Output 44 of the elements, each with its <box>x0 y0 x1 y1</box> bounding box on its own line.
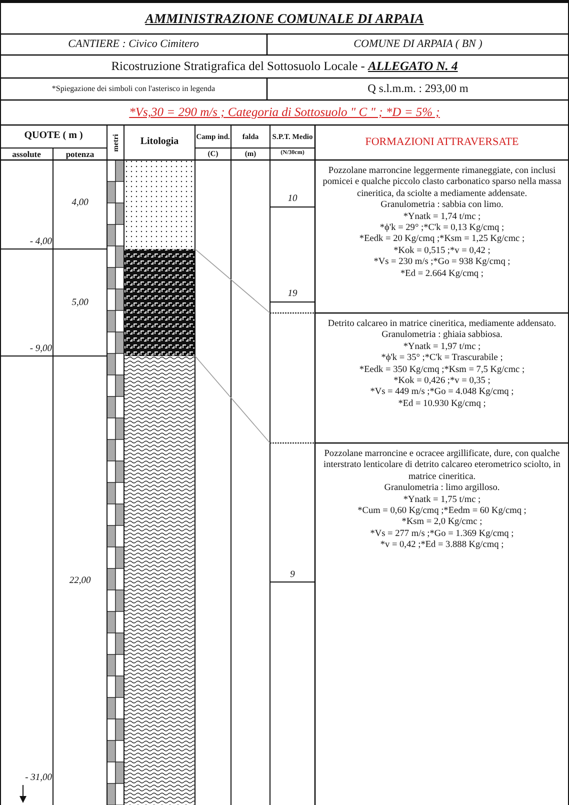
document-heading: Ricostruzione Stratigrafica del Sottosuolo Locale - ALLEGATO N. 4 <box>110 58 459 75</box>
description-text: *Ed = 10.930 Kg/cmq ; <box>397 398 487 410</box>
site-label: CANTIERE : Civico Cimitero <box>67 36 200 52</box>
description-text: Granulometria : ghiaia sabbiosa. <box>380 330 504 342</box>
description-text: *Ynatk = 1,97 t/mc ; <box>402 342 482 354</box>
description-text: *ϕ'k = 29° ;*C'k = 0,13 Kg/cmq ; <box>378 223 506 234</box>
description-text: *Kok = 0,426 ;*v = 0,35 ; <box>392 376 492 388</box>
description-text: Pozzolane marroncine e ocracee argillificate, dure, con qualche interstrato lenticolare di detrito calcareo eterometrico sciolto, in matrice cineritica. <box>322 449 562 484</box>
elevation-label: Q s.l.m.m. : 293,00 m <box>366 82 470 97</box>
description-text: *Ksm = 2,0 Kg/cmc ; <box>400 517 484 529</box>
description-text: *Ynatk = 1,74 t/mc ; <box>402 212 482 224</box>
description-text: *Kok = 0,515 ;*v = 0,42 ; <box>392 246 492 258</box>
legend-note: *Spiegazione dei simboli con l'asterisco in legenda <box>50 82 216 95</box>
thickness-value: 22,00 <box>68 575 92 588</box>
municipality-label: COMUNE DI ARPAIA ( BN ) <box>352 36 484 52</box>
description-text: *ϕ'k = 35° ;*C'k = Trascurabile ; <box>380 353 504 365</box>
description-text: *Vs = 230 m/s ;*Go = 938 Kg/cmq ; <box>372 257 512 269</box>
description-text: *Vs = 449 m/s ;*Go = 4.048 Kg/cmq ; <box>369 387 515 399</box>
description-text: *Ed = 2.664 Kg/cmq ; <box>400 268 484 280</box>
spt-value: 19 <box>286 288 298 301</box>
description-text: Granulometria : sabbia con limo. <box>380 200 504 212</box>
description-text: Detrito calcareo in matrice cineritica, mediamente addensato. <box>326 319 558 330</box>
seismic-category-note: *Vs,30 = 290 m/s ; Categoria di Sottosuolo " C " ; *D = 5% ; <box>128 104 441 121</box>
description-text: Pozzolane marroncine leggermente rimaneggiate, con inclusi pomicei e qualche piccolo clasto carbonatico sparso nella massa cineritica, da sciolte a mediamente addensate. <box>322 166 562 200</box>
depth-value: - 4,00 <box>28 236 52 249</box>
description-text: *Cum = 0,60 Kg/cmq ;*Eedm = 60 Kg/cmq ; <box>356 506 528 518</box>
description-text: *Eedk = 350 Kg/cmq ;*Ksm = 7,5 Kg/cmc ; <box>358 364 526 376</box>
title: AMMINISTRAZIONE COMUNALE DI ARPAIA <box>144 10 425 28</box>
depth-value: - 31,00 <box>24 772 52 785</box>
column-header: Litologia <box>139 135 180 150</box>
column-header: potenza <box>64 148 96 160</box>
thickness-value: 5,00 <box>70 297 90 310</box>
depth-value: - 9,00 <box>28 343 52 356</box>
description-text: *v = 0,42 ;*Ed = 3.888 Kg/cmq ; <box>379 540 505 552</box>
description-text: *Eedk = 20 Kg/cmq ;*Ksm = 1,25 Kg/cmc ; <box>358 234 526 246</box>
description-text: Granulometria : limo argilloso. <box>383 483 501 495</box>
column-header: FORMAZIONI ATTRAVERSATE <box>364 134 520 150</box>
column-header: QUOTE ( m ) <box>23 129 84 144</box>
column-header: assolute <box>11 148 42 160</box>
spt-value: 10 <box>286 193 298 206</box>
description-text: *Vs = 277 m/s ;*Go = 1.369 Kg/cmq ; <box>369 528 515 540</box>
thickness-value: 4,00 <box>70 197 90 210</box>
spt-value: 9 <box>289 569 296 582</box>
description-text: *Ynatk = 1,75 t/mc ; <box>402 494 482 506</box>
